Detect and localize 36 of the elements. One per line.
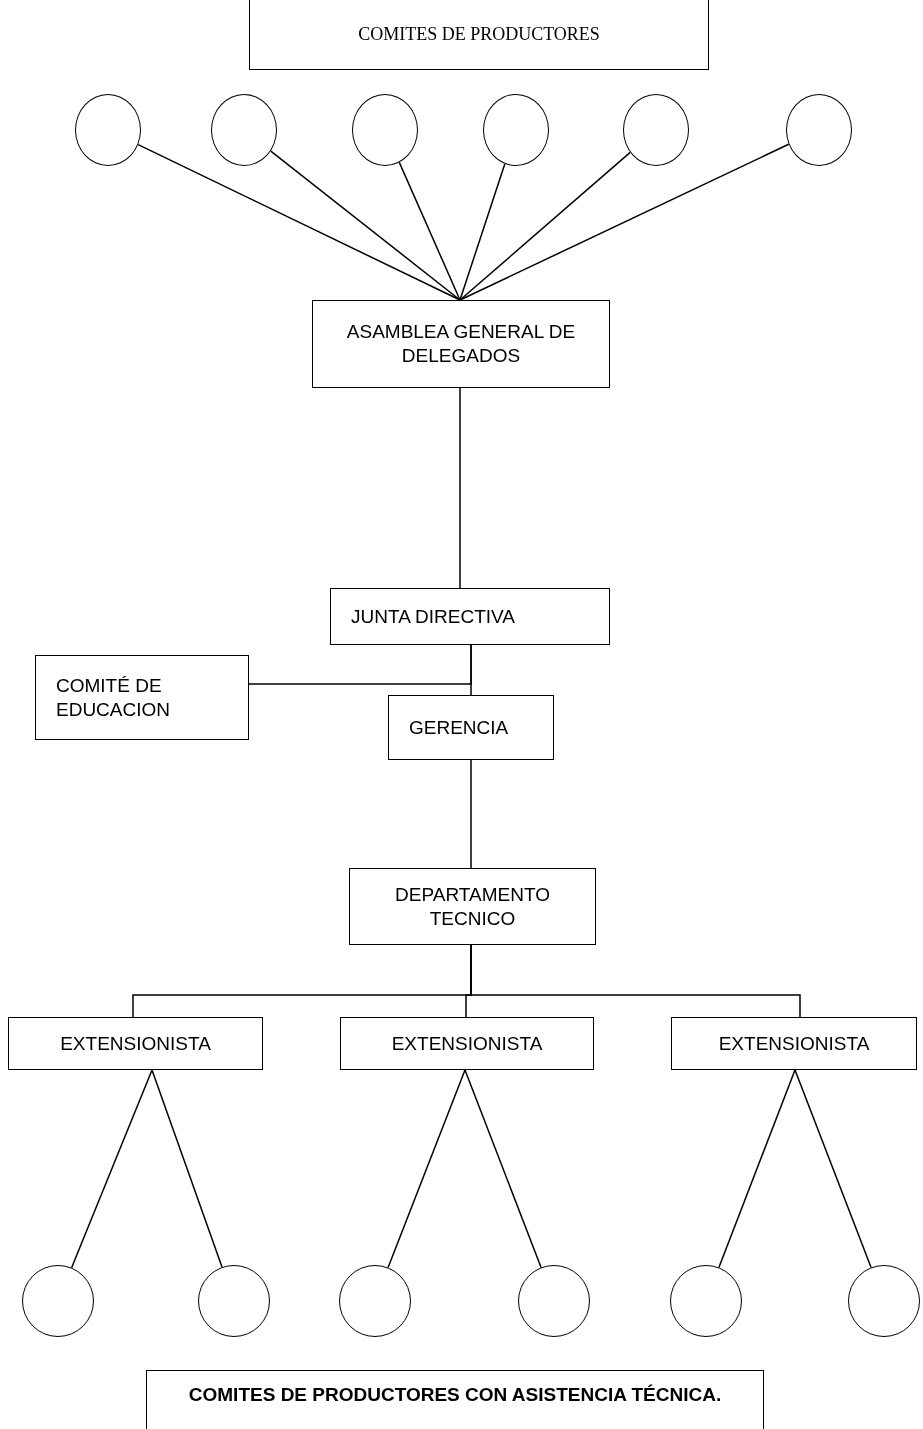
org-box xyxy=(349,868,596,945)
org-box xyxy=(8,1017,263,1070)
connector-line xyxy=(137,143,461,301)
org-box xyxy=(340,1017,594,1070)
connector-line xyxy=(464,1069,542,1269)
box-label: EXTENSIONISTA xyxy=(391,1031,543,1056)
box-label: GERENCIA xyxy=(409,715,509,740)
connector-line xyxy=(70,1069,153,1269)
org-box xyxy=(146,1370,764,1429)
connector-line xyxy=(248,644,472,685)
org-box xyxy=(312,300,610,388)
connector-line xyxy=(459,151,631,301)
org-box xyxy=(388,695,554,760)
connector-line xyxy=(794,1069,872,1269)
connector-line xyxy=(718,1069,796,1269)
org-box xyxy=(330,588,610,645)
connector-line xyxy=(459,143,790,301)
box-label: COMITES DE PRODUCTORES xyxy=(358,23,600,46)
box-label: DEPARTAMENTO TECNICO xyxy=(394,882,551,931)
connector-line xyxy=(387,1069,466,1269)
box-label: JUNTA DIRECTIVA xyxy=(351,604,515,629)
connector-line xyxy=(398,161,461,301)
org-box xyxy=(249,0,709,70)
org-box xyxy=(671,1017,917,1070)
org-box xyxy=(35,655,249,740)
connector-line xyxy=(459,387,461,589)
box-label: COMITES DE PRODUCTORES CON ASISTENCIA TÉCNICA. xyxy=(188,1383,722,1407)
box-label: EXTENSIONISTA xyxy=(718,1031,870,1056)
connector-line xyxy=(470,944,801,1018)
connector-line xyxy=(459,163,506,301)
connector-line xyxy=(270,150,461,301)
box-label: ASAMBLEA GENERAL DE DELEGADOS xyxy=(345,320,577,368)
connector-line xyxy=(151,1069,223,1268)
connector-line xyxy=(470,759,472,869)
box-label: COMITÉ DE EDUCACION xyxy=(56,673,171,722)
box-label: EXTENSIONISTA xyxy=(60,1031,211,1056)
